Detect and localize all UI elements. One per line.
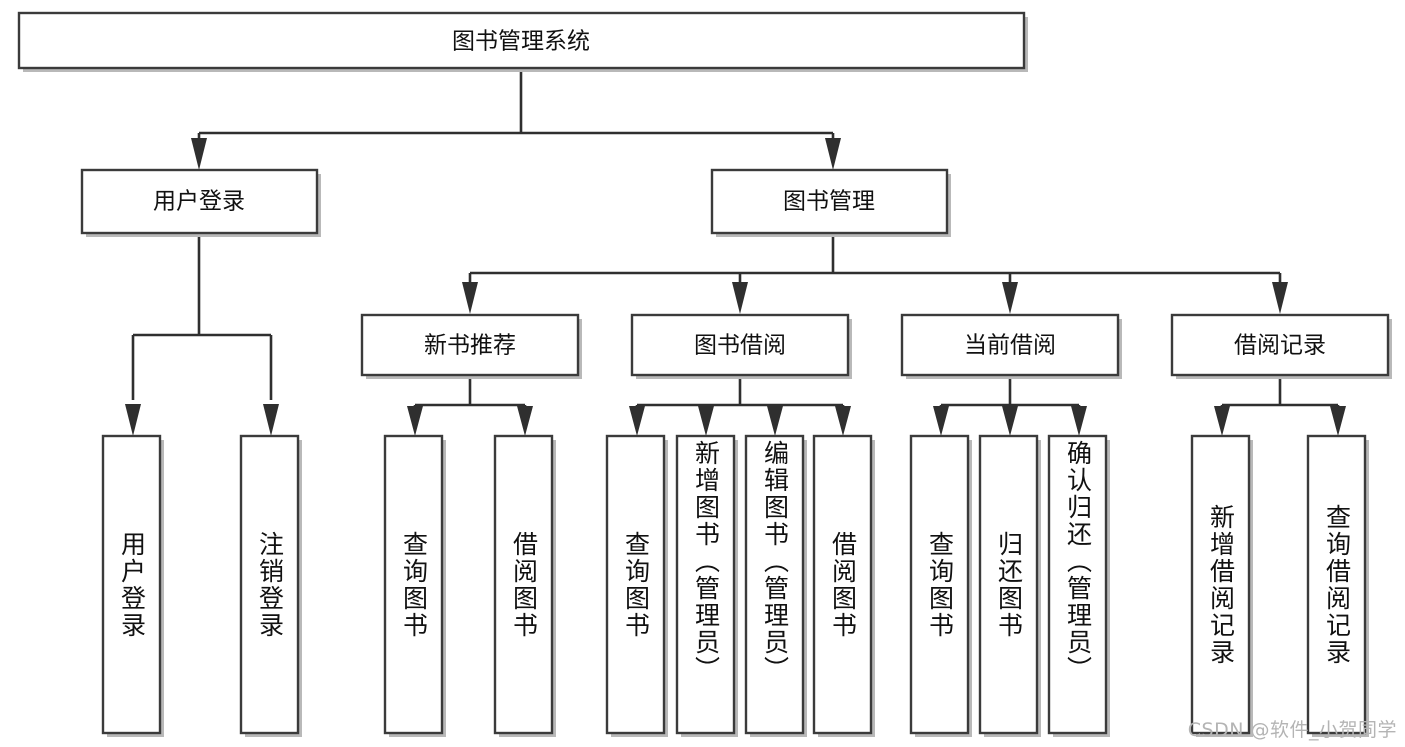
leaf-new-book-recommend-0[interactable] (383, 434, 446, 737)
leaf-borrow-record-0[interactable] (1190, 434, 1253, 737)
node-book-manage[interactable]: 图书管理 (710, 168, 951, 237)
arrow-book-manage-child-3 (1272, 282, 1288, 314)
connector-group-book-borrow (629, 375, 851, 436)
arrow-cb-child-2 (1071, 406, 1087, 436)
arrow-book-manage-child-2 (1002, 282, 1018, 314)
node-borrow-record[interactable]: 借阅记录 (1170, 313, 1392, 379)
node-user-login-label: 用户登录 (153, 189, 245, 215)
arrow-to-user-login (191, 138, 207, 170)
arrow-to-book-manage (825, 138, 841, 170)
connector-group-book-manage (462, 233, 1288, 314)
arrow-user-login-child-0 (125, 404, 141, 436)
arrow-br-child-1 (1330, 406, 1346, 436)
connector-group-borrow-record (1214, 375, 1346, 436)
node-root-label: 图书管理系统 (452, 29, 590, 55)
leaf-book-borrow-1[interactable] (675, 434, 738, 737)
leaf-borrow-record-1[interactable] (1306, 434, 1369, 737)
leaf-user-login-1[interactable] (239, 434, 302, 737)
leaf-new-book-recommend-1[interactable] (493, 434, 556, 737)
node-new-book-recommend[interactable]: 新书推荐 (360, 313, 582, 379)
arrow-bb-child-3 (835, 406, 851, 436)
leaf-book-borrow-2[interactable] (744, 434, 807, 737)
arrow-cb-child-1 (1002, 406, 1018, 436)
node-new-book-recommend-label: 新书推荐 (424, 333, 516, 359)
arrow-bb-child-1 (698, 406, 714, 436)
node-book-borrow[interactable]: 图书借阅 (630, 313, 852, 379)
arrow-book-manage-child-0 (462, 282, 478, 314)
node-current-borrow[interactable]: 当前借阅 (900, 313, 1122, 379)
node-current-borrow-label: 当前借阅 (964, 333, 1056, 359)
node-book-borrow-label: 图书借阅 (694, 333, 786, 359)
node-root[interactable]: 图书管理系统 (17, 11, 1028, 72)
node-borrow-record-label: 借阅记录 (1234, 333, 1326, 359)
leaf-book-borrow-0[interactable] (605, 434, 668, 737)
leaf-current-borrow-1[interactable] (978, 434, 1041, 737)
connector-group-new-book-recommend (407, 375, 533, 436)
arrow-br-child-0 (1214, 406, 1230, 436)
leaf-book-borrow-3[interactable] (812, 434, 875, 737)
connector-group-root (191, 68, 841, 170)
arrow-nbr-child-1 (517, 406, 533, 436)
connector-group-current-borrow (933, 375, 1087, 436)
node-book-manage-label: 图书管理 (783, 189, 875, 215)
leaf-current-borrow-0[interactable] (909, 434, 972, 737)
connector-group-user-login (125, 233, 279, 436)
node-user-login[interactable]: 用户登录 (80, 168, 321, 237)
arrow-book-manage-child-1 (732, 282, 748, 314)
csdn-watermark: CSDN @软件_小贺同学 (1187, 719, 1397, 741)
arrow-user-login-child-1 (263, 404, 279, 436)
arrow-bb-child-2 (767, 406, 783, 436)
leaf-user-login-0[interactable] (101, 434, 164, 737)
arrow-nbr-child-0 (407, 406, 423, 436)
leaf-current-borrow-2[interactable] (1047, 434, 1110, 737)
arrow-bb-child-0 (629, 406, 645, 436)
arrow-cb-child-0 (933, 406, 949, 436)
